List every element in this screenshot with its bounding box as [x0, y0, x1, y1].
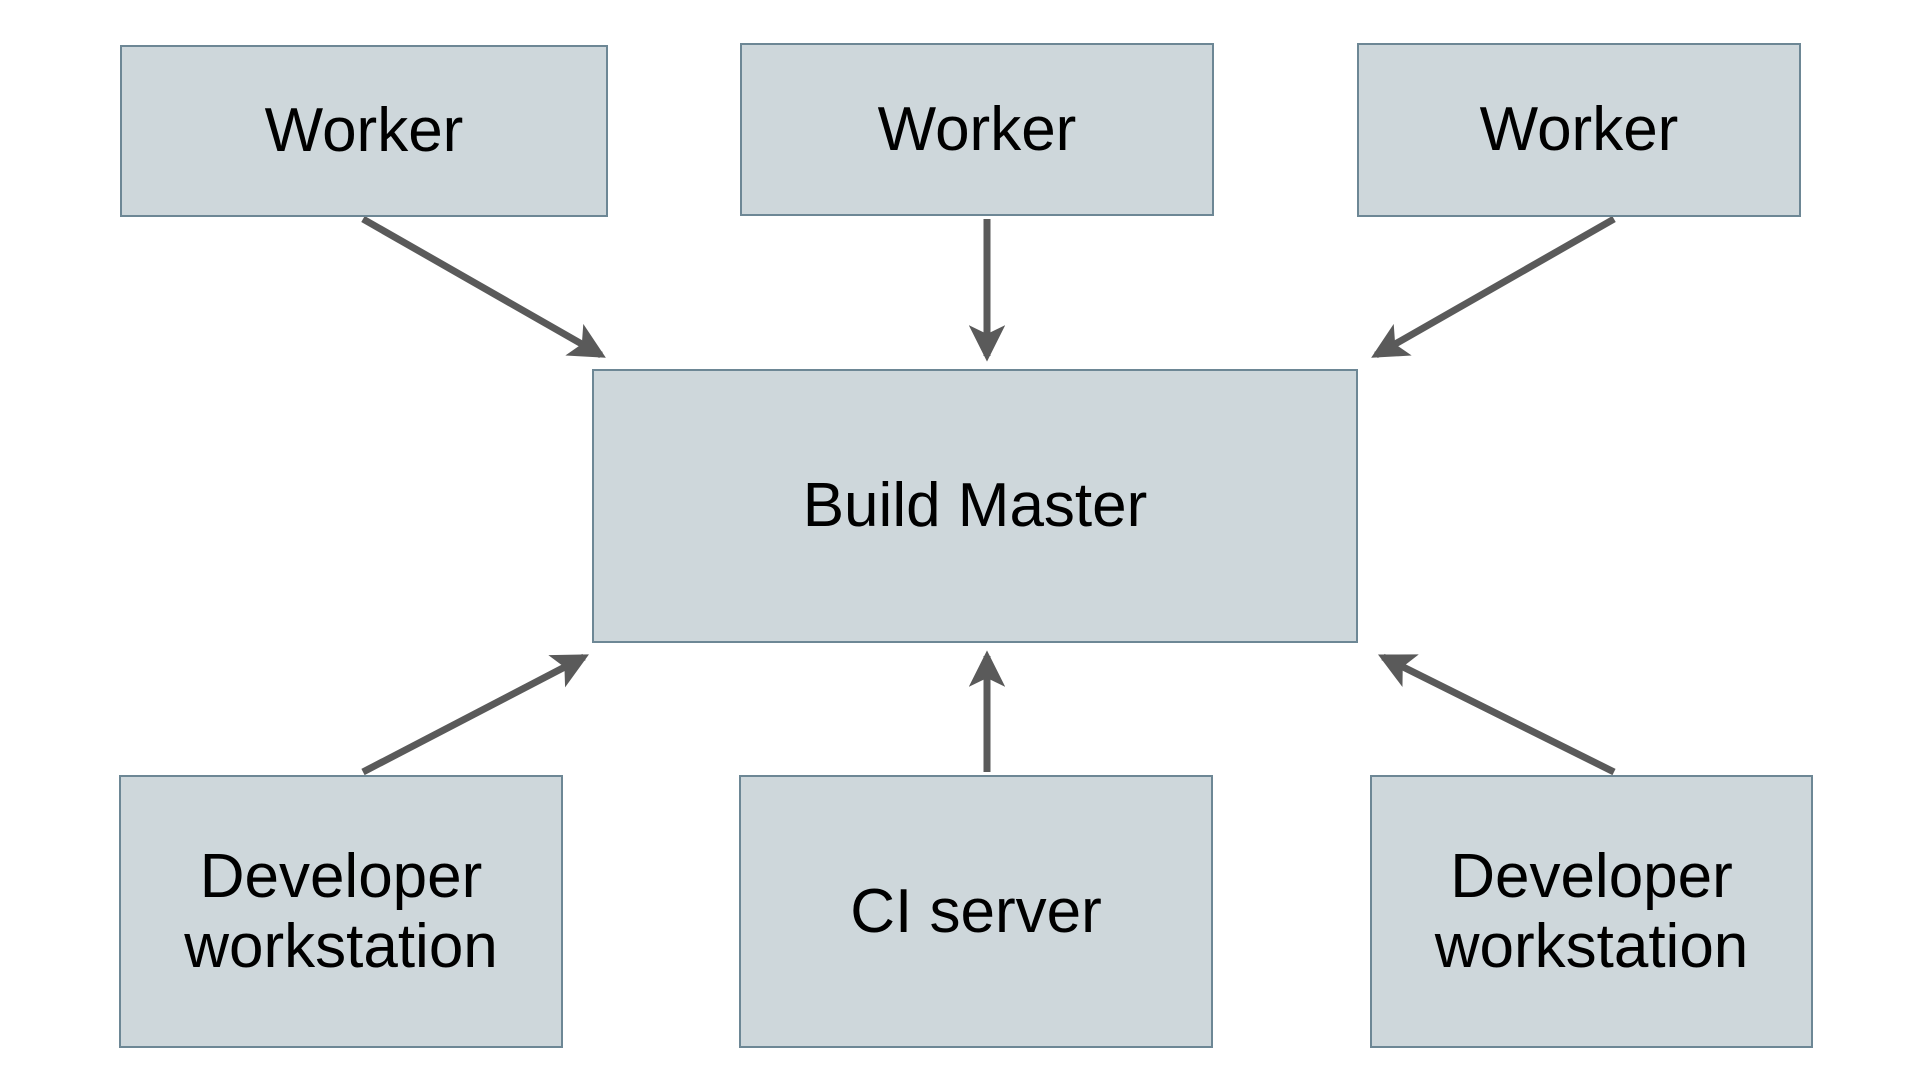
edge-dev-workstation-left-to-build-master	[361, 653, 589, 776]
node-ci-server-label: CI server	[850, 876, 1102, 946]
node-worker-1[interactable]: Worker	[120, 45, 608, 217]
node-developer-workstation-right[interactable]: Developer workstation	[1370, 775, 1813, 1048]
node-worker-3[interactable]: Worker	[1357, 43, 1801, 217]
edge-worker-1-to-build-master	[361, 215, 606, 359]
node-worker-3-label: Worker	[1479, 95, 1679, 165]
node-build-master-label: Build Master	[802, 471, 1148, 541]
node-developer-workstation-left-label: Developer workstation	[184, 842, 498, 981]
node-ci-server[interactable]: CI server	[739, 775, 1213, 1048]
node-worker-2[interactable]: Worker	[740, 43, 1214, 216]
node-worker-2-label: Worker	[877, 94, 1077, 164]
node-developer-workstation-left[interactable]: Developer workstation	[119, 775, 563, 1048]
edge-worker-3-to-build-master	[1371, 215, 1616, 359]
edge-dev-workstation-right-to-build-master	[1377, 653, 1616, 776]
node-worker-1-label: Worker	[264, 96, 464, 166]
node-build-master[interactable]: Build Master	[592, 369, 1358, 643]
node-developer-workstation-right-label: Developer workstation	[1434, 842, 1749, 981]
